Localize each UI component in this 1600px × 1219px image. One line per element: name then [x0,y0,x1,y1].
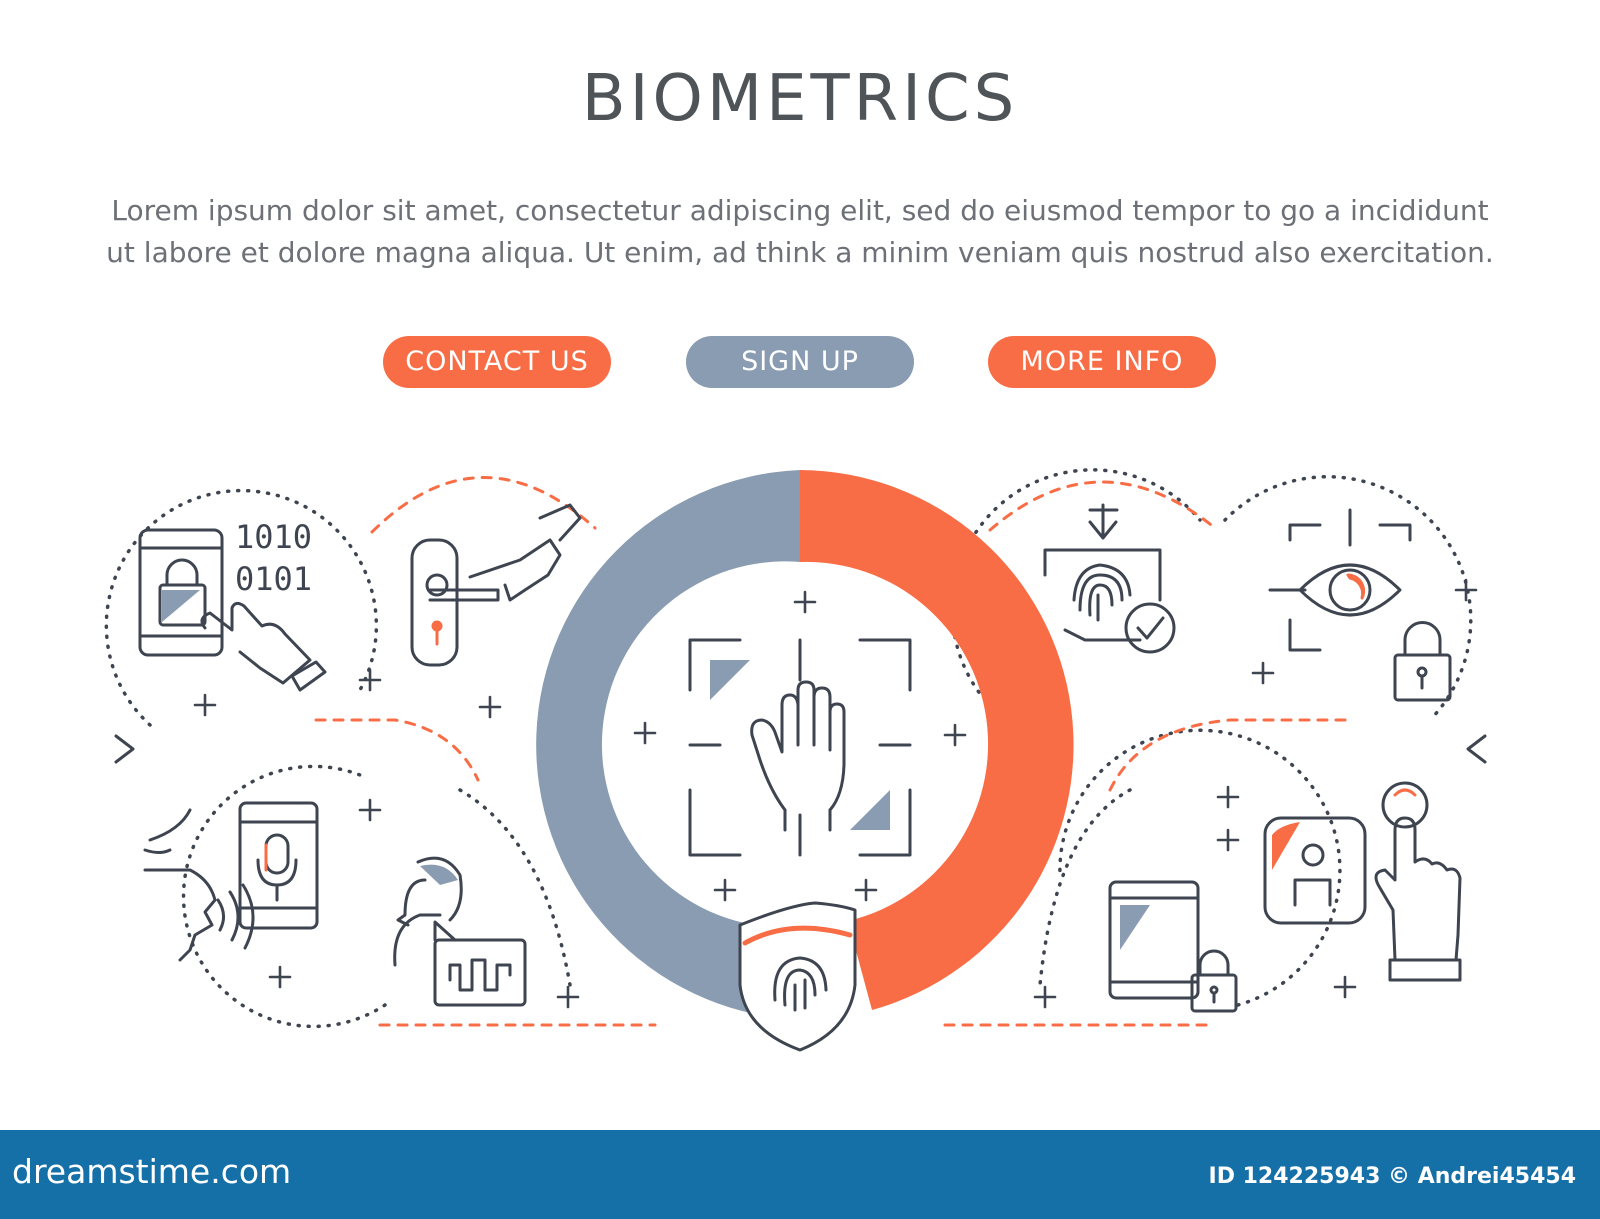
id-card-touch-icon [1263,781,1462,982]
eye-scan-lock-icon [1268,508,1452,702]
plus-decoration [193,578,1478,1009]
fingerprint-shield-icon [738,901,857,1052]
binary-top-text: 1010 [235,518,312,556]
footer-bar: dreamstime.com ID 124225943 © Andrei4545… [0,1130,1600,1219]
tablet-lock-icon [1108,880,1238,1013]
footer-id-text: ID 124225943 © Andrei45454 [1208,1164,1576,1189]
door-handle-card-icon [410,503,582,667]
sign-up-button[interactable]: SIGN UP [686,336,914,388]
more-info-button[interactable]: MORE INFO [988,336,1216,388]
lead-line-2: ut labore et dolore magna aliqua. Ut eni… [106,236,1494,269]
page-title: BIOMETRICS [581,62,1019,136]
dotted-circle-decoration [104,468,1473,1029]
lead-line-1: Lorem ipsum dolor sit amet, consectetur … [111,194,1489,227]
palm-scan-icon [688,638,912,857]
chevron-left-icon [1466,734,1487,764]
lead-paragraph: Lorem ipsum dolor sit amet, consectetur … [60,190,1540,274]
contact-us-button[interactable]: CONTACT US [383,336,611,388]
voice-recognition-icon [143,801,319,962]
tablet-lock-touch-icon [138,528,327,692]
chevron-right-icon [114,734,135,764]
illustration: 1010 0101 [104,468,1487,1052]
donut-orange-half [800,470,1074,1010]
footer-logo[interactable]: dreamstime.com [12,1152,292,1191]
donut-ring [536,470,1074,1018]
speech-waveform-icon [393,856,527,1007]
fingerprint-download-check-icon [1043,503,1176,654]
binary-bottom-text: 0101 [235,560,312,598]
donut-grey-half [536,470,800,1018]
